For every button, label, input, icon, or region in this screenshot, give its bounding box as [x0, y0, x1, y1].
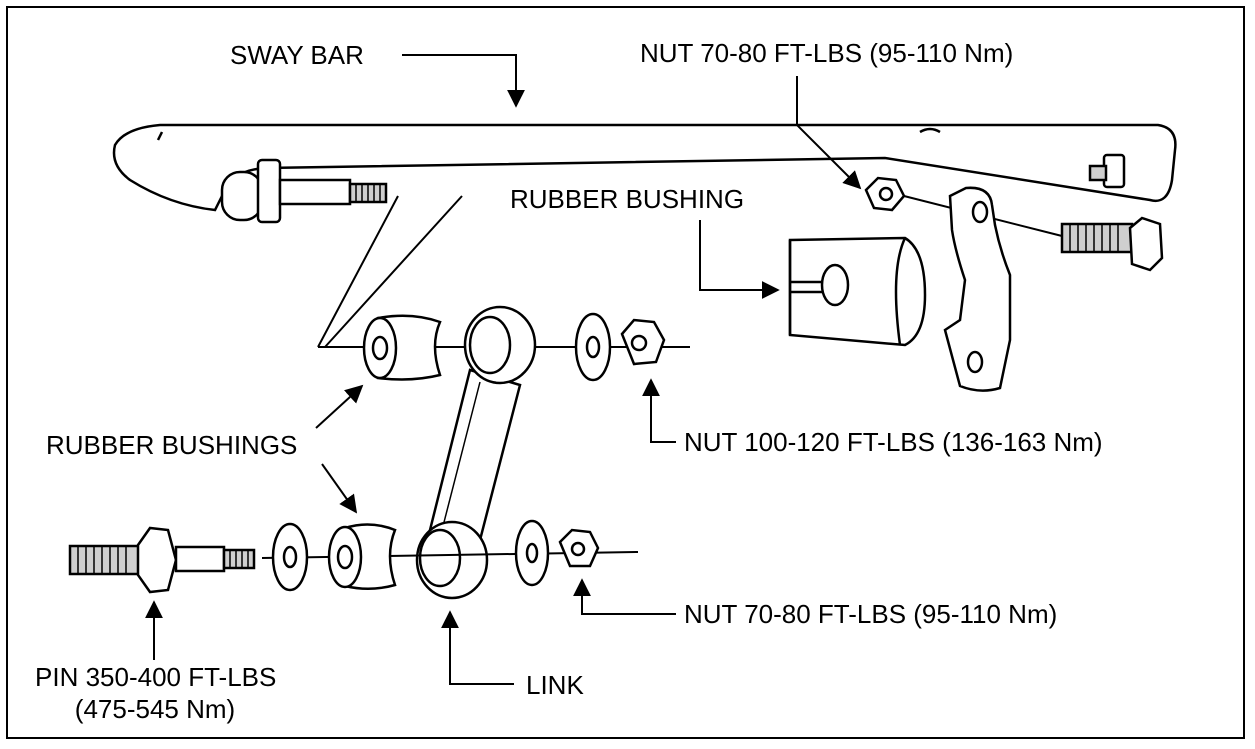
- sway-bar: [112, 123, 1177, 224]
- label-pin-line1: PIN 350-400 FT-LBS: [35, 662, 277, 692]
- link: [415, 305, 537, 600]
- label-sway-bar: SWAY BAR: [230, 40, 364, 70]
- label-rubber-bushings: RUBBER BUSHINGS: [46, 430, 298, 460]
- clamp-nut: [864, 176, 906, 212]
- lower-washer-left: [271, 522, 309, 592]
- label-nut-low: NUT 70-80 FT-LBS (95-110 Nm): [684, 599, 1058, 629]
- callout-nut-mid: [642, 378, 676, 443]
- callout-sway-bar: [402, 54, 525, 108]
- upper-washer: [574, 312, 612, 382]
- callout-rubber-bushings: [315, 384, 364, 514]
- clamp-bushing: [788, 236, 927, 347]
- callout-nut-low: [573, 578, 676, 615]
- label-nut-mid: NUT 100-120 FT-LBS (136-163 Nm): [684, 427, 1103, 457]
- label-link: LINK: [526, 670, 584, 700]
- lower-rubber-bushing: [327, 523, 397, 590]
- label-pin-line2: (475-545 Nm): [74, 694, 236, 724]
- upper-rubber-bushing: [362, 314, 442, 381]
- lower-nut: [558, 528, 600, 568]
- lower-washer-right: [514, 519, 550, 587]
- label-rubber-bushing: RUBBER BUSHING: [510, 184, 745, 214]
- clamp-bolt: [1060, 216, 1164, 272]
- clamp-bracket: [943, 186, 1012, 392]
- callout-link: [441, 610, 514, 685]
- callout-nut-top: [796, 76, 862, 190]
- pin: [68, 526, 256, 594]
- callout-rubber-bushing: [699, 220, 780, 299]
- label-nut-top: NUT 70-80 FT-LBS (95-110 Nm): [640, 38, 1014, 68]
- upper-nut: [620, 318, 666, 366]
